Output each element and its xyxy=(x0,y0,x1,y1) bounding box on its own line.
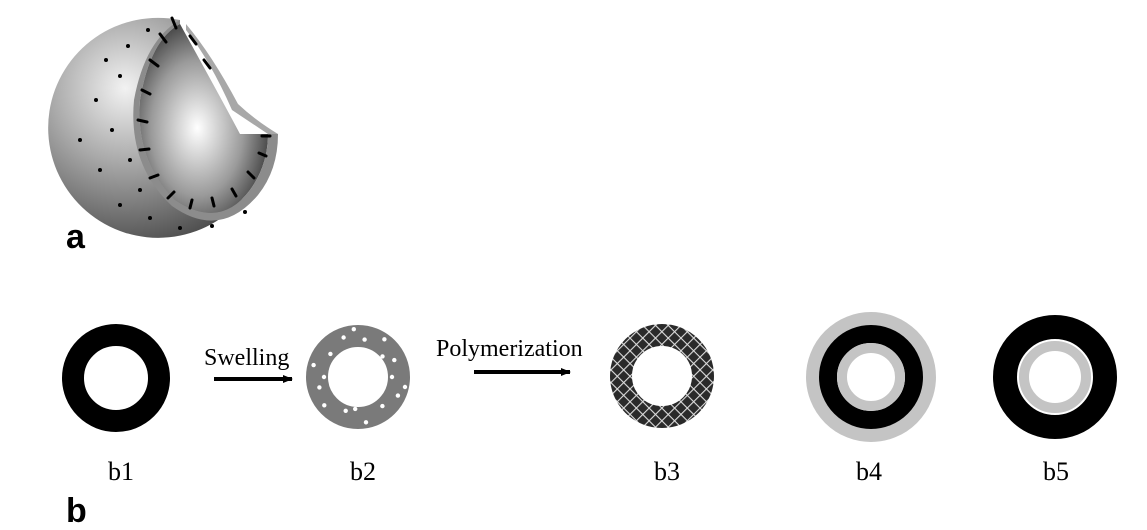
pore-dot xyxy=(322,403,327,408)
pore-dot xyxy=(343,408,348,413)
panel-a-label: a xyxy=(66,218,86,256)
hollow-sphere-illustration xyxy=(48,16,278,238)
surface-dots xyxy=(78,28,247,230)
stage-b3-label: b3 xyxy=(654,457,680,486)
stage-b5-label: b5 xyxy=(1043,457,1069,486)
swelling-label: Swelling xyxy=(204,345,289,371)
swollen-pore-dots xyxy=(311,327,408,425)
pore-dot xyxy=(392,357,397,363)
stage-b2-ring xyxy=(306,325,410,429)
pore-dot xyxy=(389,374,395,380)
stage-b4-label: b4 xyxy=(856,457,882,486)
pore-dot xyxy=(317,385,322,390)
pore-dot xyxy=(311,362,316,368)
pore-dot xyxy=(353,406,358,412)
stage-b5-ring xyxy=(993,315,1117,439)
stage-b3-ring xyxy=(610,324,714,428)
pore-dot xyxy=(380,354,385,359)
pore-dot xyxy=(382,337,387,342)
pore-dot xyxy=(363,420,369,425)
stage-b1-label: b1 xyxy=(108,457,134,486)
panel-b-label: b xyxy=(66,492,87,530)
stage-b2-label: b2 xyxy=(350,457,376,486)
stage-b1-ring xyxy=(62,324,170,432)
pore-dot xyxy=(395,393,401,398)
shell-pores xyxy=(136,16,272,210)
pore-dot xyxy=(351,327,356,332)
pore-dot xyxy=(321,374,327,380)
pore-dot xyxy=(402,384,408,390)
sphere-inner-cavity xyxy=(139,24,268,213)
pore-dot xyxy=(380,403,385,409)
pore-dot xyxy=(341,335,346,340)
pore-dot xyxy=(362,337,367,342)
pore-dot xyxy=(328,351,333,357)
stage-b4-ring xyxy=(806,312,936,442)
polymerization-label: Polymerization xyxy=(436,336,583,362)
